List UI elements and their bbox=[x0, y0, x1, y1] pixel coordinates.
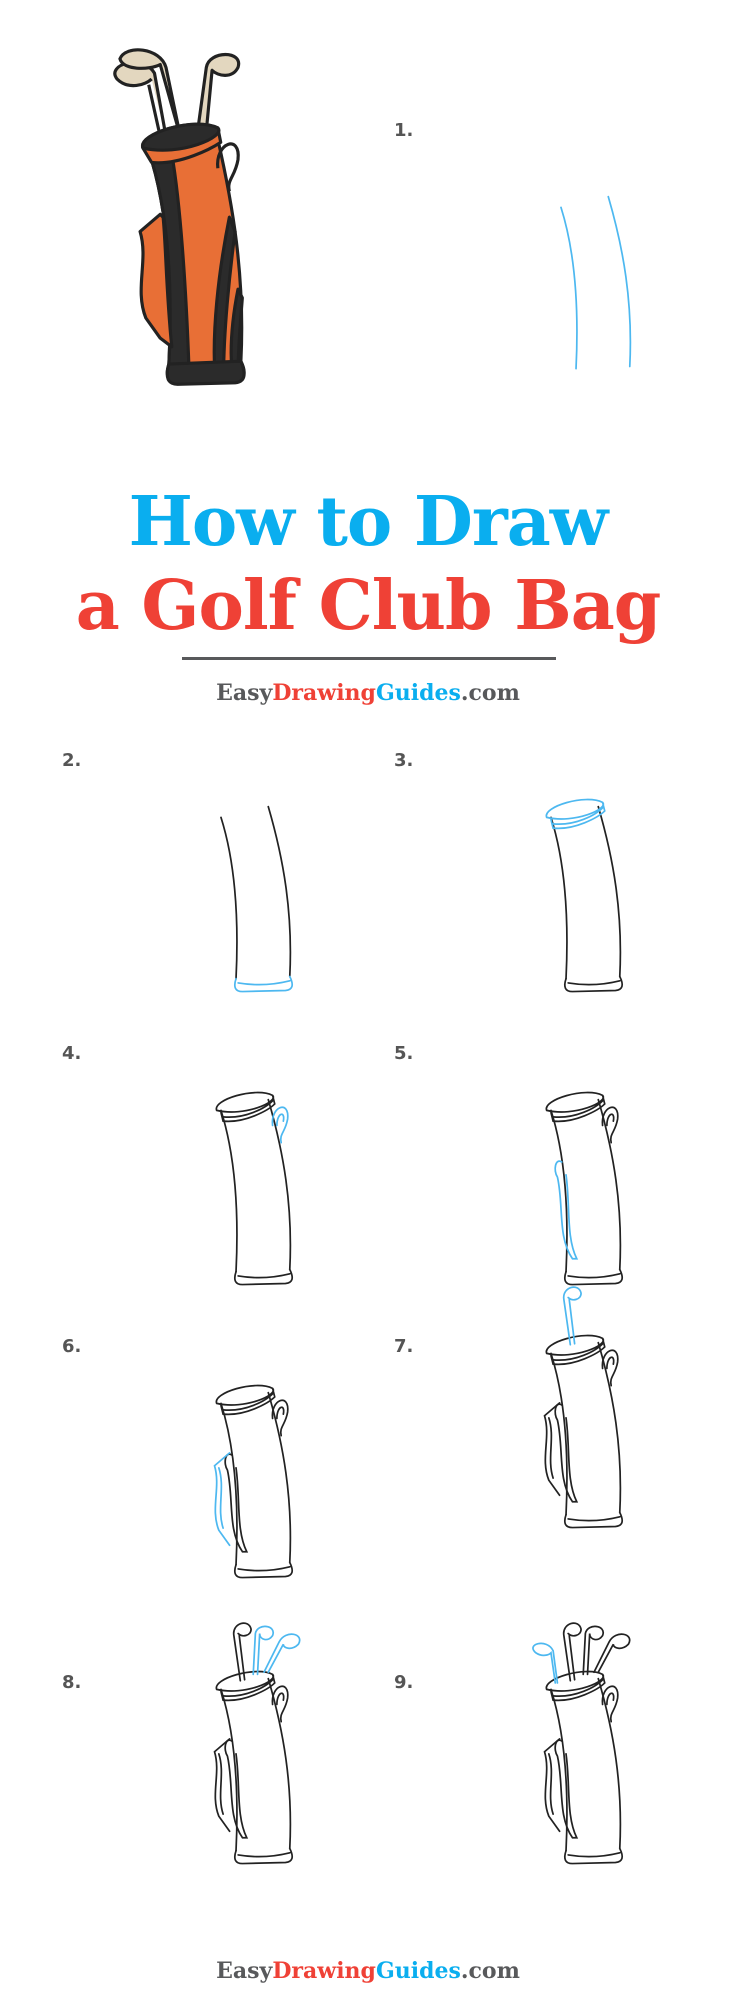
bag-strap-stroke bbox=[554, 1160, 579, 1260]
bag-strap-stroke bbox=[224, 1453, 249, 1553]
bag-pocket bbox=[138, 212, 174, 349]
bag-rim-stroke bbox=[545, 798, 606, 830]
club-head-mid bbox=[118, 48, 182, 139]
step-3-number: 3. bbox=[394, 750, 414, 771]
club-1-stroke bbox=[233, 1622, 252, 1682]
bag-base-stroke bbox=[233, 1561, 294, 1579]
step-4-number: 4. bbox=[62, 1043, 82, 1064]
title-divider bbox=[182, 657, 556, 660]
bag-right-edge-stroke bbox=[267, 1391, 292, 1564]
footer-com: .com bbox=[460, 1958, 520, 1984]
bag-right-edge-stroke bbox=[597, 1341, 622, 1514]
footer-easy: Easy bbox=[216, 1958, 273, 1984]
bag-handle-stroke bbox=[601, 1349, 619, 1387]
step-5-number: 5. bbox=[394, 1043, 414, 1064]
bag-base-stroke bbox=[563, 1268, 624, 1286]
footer-drawing: Drawing bbox=[272, 1958, 376, 1984]
step-1-drawing bbox=[560, 195, 632, 370]
bag-pocket-stroke bbox=[213, 1737, 231, 1833]
brand-easy: Easy bbox=[216, 680, 273, 706]
bag-rim-stroke bbox=[545, 1091, 606, 1123]
bag-base bbox=[165, 359, 246, 386]
step-4-drawing bbox=[215, 1091, 294, 1286]
bag-pocket-stroke bbox=[213, 1451, 231, 1547]
bag-pocket-stroke bbox=[543, 1737, 561, 1833]
bag-right-edge-stroke bbox=[267, 1098, 292, 1271]
bag-right-edge-stroke bbox=[267, 1677, 292, 1850]
club-head-left bbox=[113, 60, 168, 137]
bag-left-edge-stroke bbox=[550, 816, 568, 980]
bag-right-edge-stroke bbox=[597, 805, 622, 978]
bag-base-stroke bbox=[233, 1847, 294, 1865]
bag-left-edge-stroke bbox=[220, 1109, 238, 1273]
step-7-drawing bbox=[543, 1286, 624, 1529]
step-8-drawing bbox=[213, 1622, 301, 1865]
bag-rim-stroke bbox=[215, 1384, 276, 1416]
club-head-right bbox=[196, 53, 241, 133]
bag-base-stroke bbox=[563, 1847, 624, 1865]
bag-handle-stroke bbox=[601, 1106, 619, 1144]
bag-right-edge-stroke bbox=[607, 195, 632, 368]
bag-strap-stroke bbox=[224, 1739, 249, 1839]
bag-base-stroke bbox=[563, 975, 624, 993]
finished-golf-bag-illustration bbox=[113, 48, 246, 386]
step-8-number: 8. bbox=[62, 1672, 82, 1693]
brand-logo: EasyDrawingGuides.com bbox=[0, 680, 736, 706]
bag-pocket-stroke bbox=[543, 1401, 561, 1497]
club-4-stroke bbox=[532, 1642, 559, 1684]
step-6-number: 6. bbox=[62, 1336, 82, 1357]
bag-base-stroke bbox=[233, 975, 294, 993]
brand-drawing: Drawing bbox=[272, 680, 376, 706]
club-1-stroke bbox=[563, 1622, 582, 1682]
step-2-number: 2. bbox=[62, 750, 82, 771]
title-line-2: a Golf Club Bag bbox=[75, 566, 662, 646]
club-2-3-stroke bbox=[582, 1625, 631, 1676]
bag-rim-stroke bbox=[215, 1670, 276, 1702]
step-3-drawing bbox=[545, 798, 624, 993]
title-line-1: How to Draw bbox=[128, 482, 609, 562]
club-2-3-stroke bbox=[252, 1625, 301, 1676]
bag-right-edge-stroke bbox=[597, 1677, 622, 1850]
brand-com: .com bbox=[460, 680, 520, 706]
step-9-number: 9. bbox=[394, 1672, 414, 1693]
bag-left-edge-stroke bbox=[220, 816, 238, 980]
bag-handle-stroke bbox=[271, 1399, 289, 1437]
bag-left-edge-stroke bbox=[560, 206, 578, 370]
bag-rim-stroke bbox=[215, 1091, 276, 1123]
bag-handle-stroke bbox=[601, 1685, 619, 1723]
step-2-drawing bbox=[220, 805, 294, 993]
bag-rim-stroke bbox=[545, 1334, 606, 1366]
bag-strap-stroke bbox=[554, 1739, 579, 1839]
bag-handle bbox=[216, 142, 240, 192]
step-6-drawing bbox=[213, 1384, 294, 1579]
bag-handle-stroke bbox=[271, 1685, 289, 1723]
bag-base-stroke bbox=[563, 1511, 624, 1529]
step-5-drawing bbox=[545, 1091, 624, 1286]
bag-handle-stroke bbox=[271, 1106, 289, 1144]
step-9-drawing bbox=[532, 1622, 631, 1865]
bag-rim-stroke bbox=[545, 1670, 606, 1702]
bag-right-edge-stroke bbox=[597, 1098, 622, 1271]
bag-right-edge-stroke bbox=[267, 805, 292, 978]
brand-guides: Guides bbox=[375, 680, 461, 706]
club-1-stroke bbox=[563, 1286, 582, 1346]
step-1-number: 1. bbox=[394, 120, 414, 141]
bag-rim-top bbox=[141, 122, 221, 152]
bag-strap-stroke bbox=[554, 1403, 579, 1503]
footer-brand-logo: EasyDrawingGuides.com bbox=[0, 1958, 736, 1984]
bag-base-stroke bbox=[233, 1268, 294, 1286]
footer-guides: Guides bbox=[375, 1958, 461, 1984]
step-7-number: 7. bbox=[394, 1336, 414, 1357]
